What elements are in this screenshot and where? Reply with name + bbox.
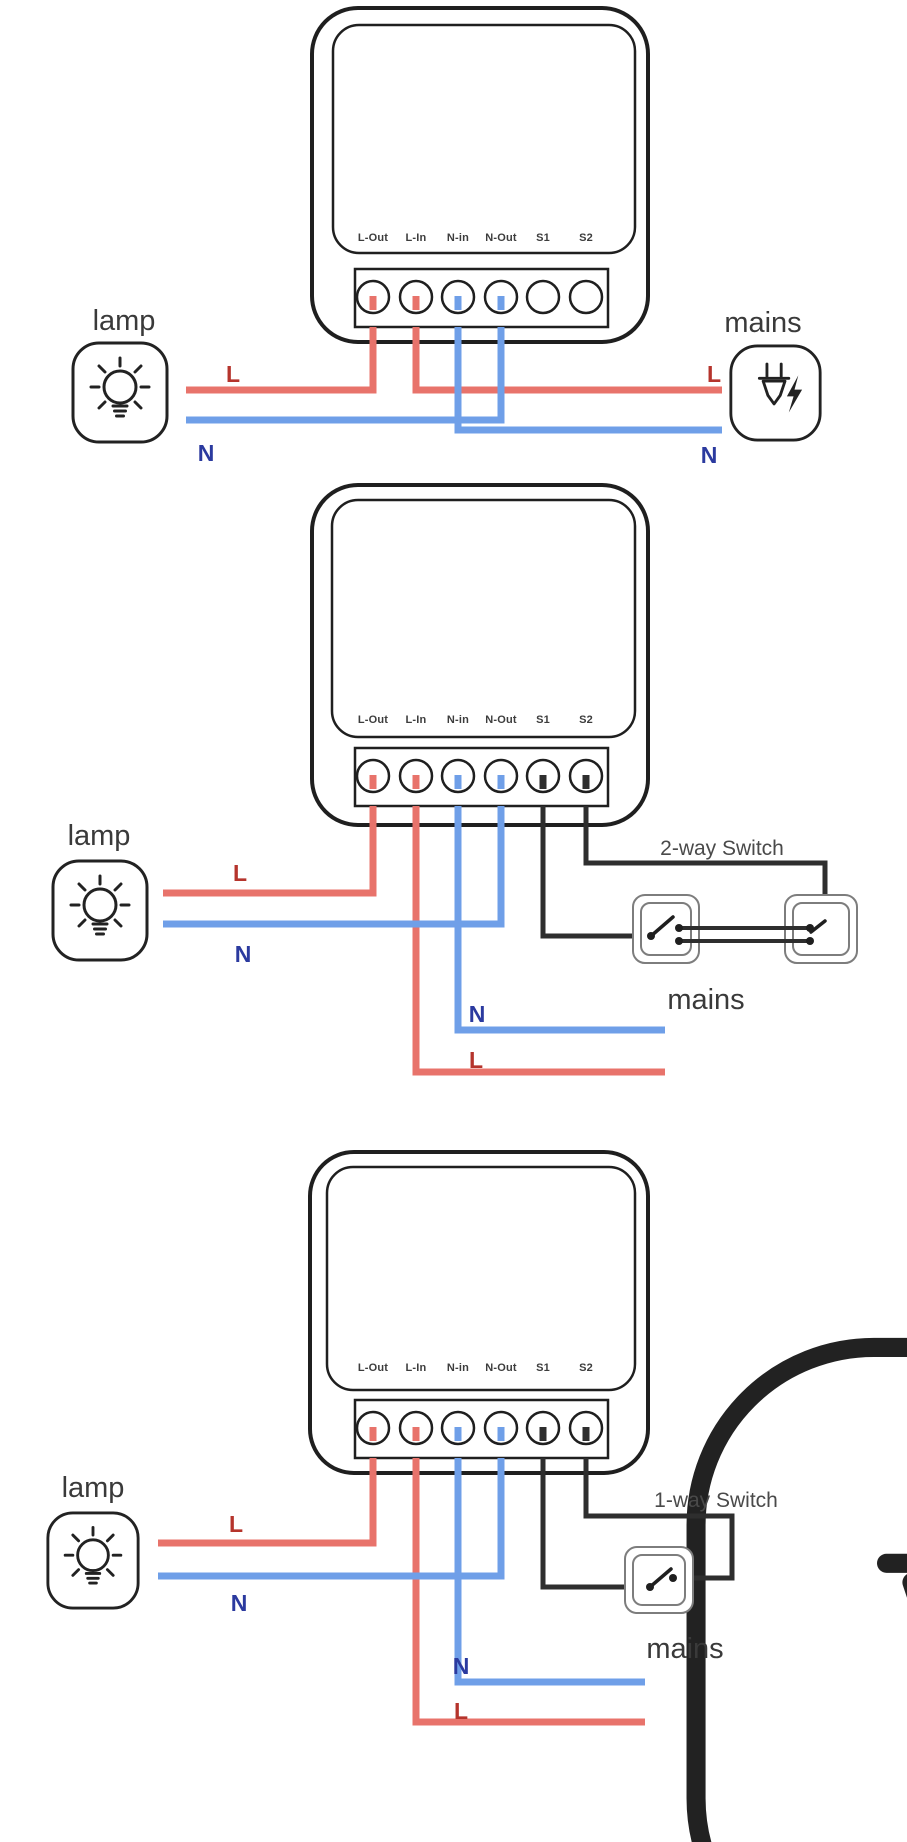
s2-switch-wire <box>583 806 828 921</box>
terminal-label-l-out: L-Out <box>358 232 388 244</box>
mains-live-wire <box>412 806 665 1076</box>
lamp-live-letter: L <box>229 1511 243 1537</box>
terminal-strip <box>353 1398 610 1460</box>
lamp-live-wire <box>186 327 377 394</box>
terminal-label-n-out: N-Out <box>485 232 517 244</box>
mains-neutral-letter: N <box>469 1001 486 1027</box>
lamp-neutral-wire <box>186 327 505 424</box>
diagram-no-switch: L-Out L-In N-in N-Out S1 S2 L N L N lamp… <box>71 6 822 468</box>
terminal-label-l-out: L-Out <box>358 714 388 726</box>
lamp-live-wire <box>163 806 377 897</box>
lamp-icon <box>51 859 149 962</box>
lamp-label: lamp <box>62 1472 125 1504</box>
terminal-label-n-in: N-in <box>447 232 469 244</box>
smart-module-face <box>331 23 637 255</box>
terminal-label-s1: S1 <box>536 714 550 726</box>
mains-live-letter: L <box>707 361 721 387</box>
s1-switch-wire <box>540 806 648 939</box>
terminal-label-l-in: L-In <box>406 232 427 244</box>
mains-neutral-letter: N <box>701 442 718 468</box>
lamp-neutral-wire <box>158 1458 505 1580</box>
lamp-neutral-letter: N <box>235 941 252 967</box>
terminal-label-n-out: N-Out <box>485 714 517 726</box>
contact-dot <box>675 924 683 932</box>
terminal-label-s1: S1 <box>536 1362 550 1374</box>
s2-switch-wire <box>583 1458 735 1581</box>
terminal-s2 <box>568 279 604 315</box>
mains-neutral-letter: N <box>453 1653 470 1679</box>
terminal-strip <box>353 267 610 329</box>
terminal-s1 <box>525 279 561 315</box>
lamp-label: lamp <box>68 820 131 852</box>
contact-dot <box>647 932 655 940</box>
terminal-label-l-out: L-Out <box>358 1362 388 1374</box>
lamp-neutral-wire <box>163 806 505 928</box>
diagram-one-way-switch: L-Out L-In N-in N-Out S1 S2 1-way Switch… <box>46 1150 778 1726</box>
terminal-label-l-in: L-In <box>406 1362 427 1374</box>
lamp-neutral-letter: N <box>231 1590 248 1616</box>
terminal-label-n-out: N-Out <box>485 1362 517 1374</box>
mains-live-wire <box>412 1458 645 1726</box>
switch-lever <box>648 1567 673 1589</box>
mains-neutral-wire <box>454 327 722 434</box>
mains-neutral-wire <box>454 1458 645 1686</box>
mains-label: mains <box>667 984 744 1016</box>
mains-live-letter: L <box>454 1698 468 1724</box>
contact-dot <box>806 937 814 945</box>
contact-dot <box>646 1583 654 1591</box>
lamp-live-letter: L <box>226 361 240 387</box>
lamp-live-letter: L <box>233 860 247 886</box>
one-way-switch-label: 1-way Switch <box>654 1489 778 1512</box>
terminal-label-s2: S2 <box>579 1362 593 1374</box>
lamp-neutral-letter: N <box>198 440 215 466</box>
terminal-label-s2: S2 <box>579 714 593 726</box>
two-way-switch-label: 2-way Switch <box>660 837 784 860</box>
lamp-icon <box>71 341 169 444</box>
smart-module-face <box>330 498 637 739</box>
terminal-strip <box>353 746 610 808</box>
terminal-label-s1: S1 <box>536 232 550 244</box>
s1-switch-wire <box>540 1458 647 1590</box>
mains-live-letter: L <box>469 1047 483 1073</box>
contact-dot <box>675 937 683 945</box>
diagram-two-way-switch: L-Out L-In N-in N-Out S1 S2 <box>51 483 907 1842</box>
lamp-live-wire <box>158 1458 377 1547</box>
mains-live-wire <box>412 327 722 394</box>
mains-icon <box>694 1346 907 1842</box>
lamp-label: lamp <box>93 305 156 337</box>
switch-lever-left <box>649 915 675 938</box>
terminal-label-l-in: L-In <box>406 714 427 726</box>
contact-dot <box>669 1574 677 1582</box>
terminal-label-s2: S2 <box>579 232 593 244</box>
mains-neutral-wire <box>454 806 665 1034</box>
mains-label: mains <box>646 1633 723 1665</box>
contact-dot <box>806 924 814 932</box>
smart-module-face <box>325 1165 637 1392</box>
mains-label: mains <box>724 307 801 339</box>
terminal-label-n-in: N-in <box>447 1362 469 1374</box>
terminal-label-n-in: N-in <box>447 714 469 726</box>
mains-icon <box>729 344 822 442</box>
lamp-icon <box>46 1511 140 1610</box>
